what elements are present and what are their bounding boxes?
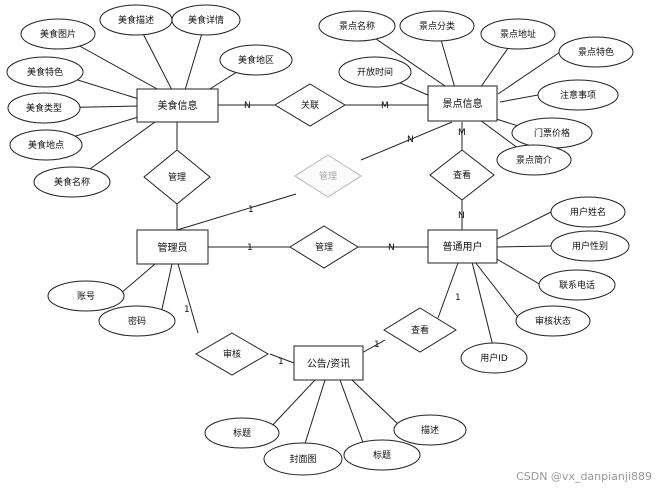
- attribute-spot-address: 景点地址: [480, 18, 556, 50]
- card-notice-view: 1: [374, 340, 380, 350]
- cardinality-labels: N M 1 N M N 1 N 1 1 1 1: [184, 101, 466, 367]
- attribute-phone: 联系电话: [538, 269, 616, 301]
- relationship-related: 关联: [274, 83, 346, 127]
- svg-text:美食图片: 美食图片: [40, 28, 76, 40]
- svg-text:开放时间: 开放时间: [357, 66, 393, 78]
- card-admin-manage-user: 1: [247, 243, 253, 253]
- svg-text:美食详情: 美食详情: [188, 14, 224, 26]
- svg-text:用户ID: 用户ID: [480, 352, 508, 364]
- attribute-review-status: 审核状态: [515, 305, 591, 337]
- relationship-manage-food: 管理: [143, 149, 211, 205]
- relationship-review: 审核: [195, 332, 269, 376]
- attribute-spot-intro: 景点简介: [496, 144, 572, 176]
- card-notice-review: 1: [278, 357, 284, 367]
- card-admin-review: 1: [184, 305, 190, 315]
- svg-text:管理: 管理: [168, 171, 186, 183]
- attribute-food-desc: 美食描述: [99, 4, 173, 36]
- svg-text:景点地址: 景点地址: [500, 28, 536, 40]
- svg-text:普通用户: 普通用户: [443, 240, 483, 253]
- attribute-food-image: 美食图片: [20, 18, 96, 50]
- svg-text:门票价格: 门票价格: [534, 127, 570, 139]
- entity-spot-info: 景点信息: [427, 85, 498, 122]
- attribute-food-feature: 美食特色: [6, 56, 84, 88]
- card-spot-related: M: [381, 101, 389, 111]
- card-admin-manage-spot: 1: [248, 205, 254, 215]
- entity-notice: 公告/资讯: [293, 345, 364, 381]
- entity-food-info: 美食信息: [136, 88, 219, 123]
- card-user-managed: N: [388, 243, 395, 253]
- entity-user: 普通用户: [427, 229, 498, 264]
- card-food-related: N: [244, 101, 251, 111]
- relationship-manage-user: 管理: [289, 225, 359, 269]
- entity-admin: 管理员: [136, 229, 209, 265]
- svg-text:美食地区: 美食地区: [238, 54, 274, 66]
- attribute-title-1: 标题: [204, 417, 280, 449]
- svg-text:封面图: 封面图: [289, 453, 316, 465]
- svg-text:查看: 查看: [411, 324, 429, 336]
- svg-text:注意事项: 注意事项: [560, 89, 596, 101]
- attribute-spot-category: 景点分类: [399, 10, 475, 42]
- svg-text:美食描述: 美食描述: [118, 14, 154, 26]
- svg-text:公告/资讯: 公告/资讯: [307, 357, 350, 370]
- attribute-user-id: 用户ID: [460, 342, 528, 374]
- attribute-food-type: 美食类型: [7, 92, 81, 124]
- attribute-user-gender: 用户性别: [550, 230, 630, 262]
- attribute-notes: 注意事项: [537, 79, 619, 111]
- card-user-view-notice: 1: [455, 293, 461, 303]
- svg-text:景点分类: 景点分类: [419, 20, 455, 32]
- svg-text:审核: 审核: [223, 348, 241, 360]
- svg-text:管理员: 管理员: [158, 241, 188, 254]
- svg-text:管理: 管理: [315, 241, 333, 253]
- svg-text:景点特色: 景点特色: [578, 46, 614, 58]
- svg-text:用户性别: 用户性别: [572, 240, 608, 252]
- relationship-view-spot: 查看: [429, 149, 495, 201]
- svg-text:联系电话: 联系电话: [559, 279, 595, 291]
- attribute-food-region: 美食地区: [219, 44, 293, 76]
- watermark: CSDN @vx_danpianji889: [516, 470, 652, 483]
- attribute-cover: 封面图: [263, 442, 343, 476]
- svg-text:描述: 描述: [421, 424, 439, 436]
- svg-text:美食地点: 美食地点: [28, 139, 64, 151]
- relationship-manage-spot: 管理: [294, 154, 362, 198]
- svg-text:景点简介: 景点简介: [516, 154, 552, 166]
- attribute-food-name: 美食名称: [33, 166, 111, 198]
- attribute-ticket-price: 门票价格: [511, 117, 593, 149]
- svg-text:景点信息: 景点信息: [443, 97, 483, 110]
- attribute-open-time: 开放时间: [338, 56, 412, 88]
- svg-text:美食名称: 美食名称: [54, 176, 90, 188]
- svg-text:美食特色: 美食特色: [27, 66, 63, 78]
- svg-text:美食信息: 美食信息: [158, 99, 198, 112]
- svg-text:标题: 标题: [373, 449, 391, 461]
- svg-text:关联: 关联: [301, 99, 319, 111]
- card-spot-view: M: [458, 128, 466, 138]
- svg-text:账号: 账号: [77, 291, 95, 302]
- attribute-spot-feature: 景点特色: [558, 36, 634, 68]
- attribute-password: 密码: [98, 305, 176, 337]
- card-user-view-spot: N: [458, 211, 465, 221]
- card-spot-manage-admin: N: [407, 135, 414, 145]
- svg-text:景点名称: 景点名称: [339, 20, 375, 32]
- svg-text:用户姓名: 用户姓名: [570, 206, 606, 218]
- attribute-spot-name: 景点名称: [318, 10, 396, 42]
- attribute-account: 账号: [47, 280, 125, 312]
- attribute-food-detail: 美食详情: [171, 4, 241, 36]
- svg-text:标题: 标题: [233, 427, 251, 439]
- attribute-food-place: 美食地点: [9, 129, 83, 161]
- relationship-view-notice: 查看: [383, 307, 457, 353]
- svg-text:密码: 密码: [128, 315, 146, 327]
- attribute-title-2: 标题: [343, 439, 421, 471]
- svg-text:管理: 管理: [319, 170, 337, 182]
- svg-text:美食类型: 美食类型: [26, 102, 62, 114]
- svg-text:审核状态: 审核状态: [535, 315, 571, 327]
- attribute-user-name: 用户姓名: [550, 196, 626, 228]
- attribute-description: 描述: [393, 414, 467, 446]
- svg-text:查看: 查看: [453, 169, 471, 181]
